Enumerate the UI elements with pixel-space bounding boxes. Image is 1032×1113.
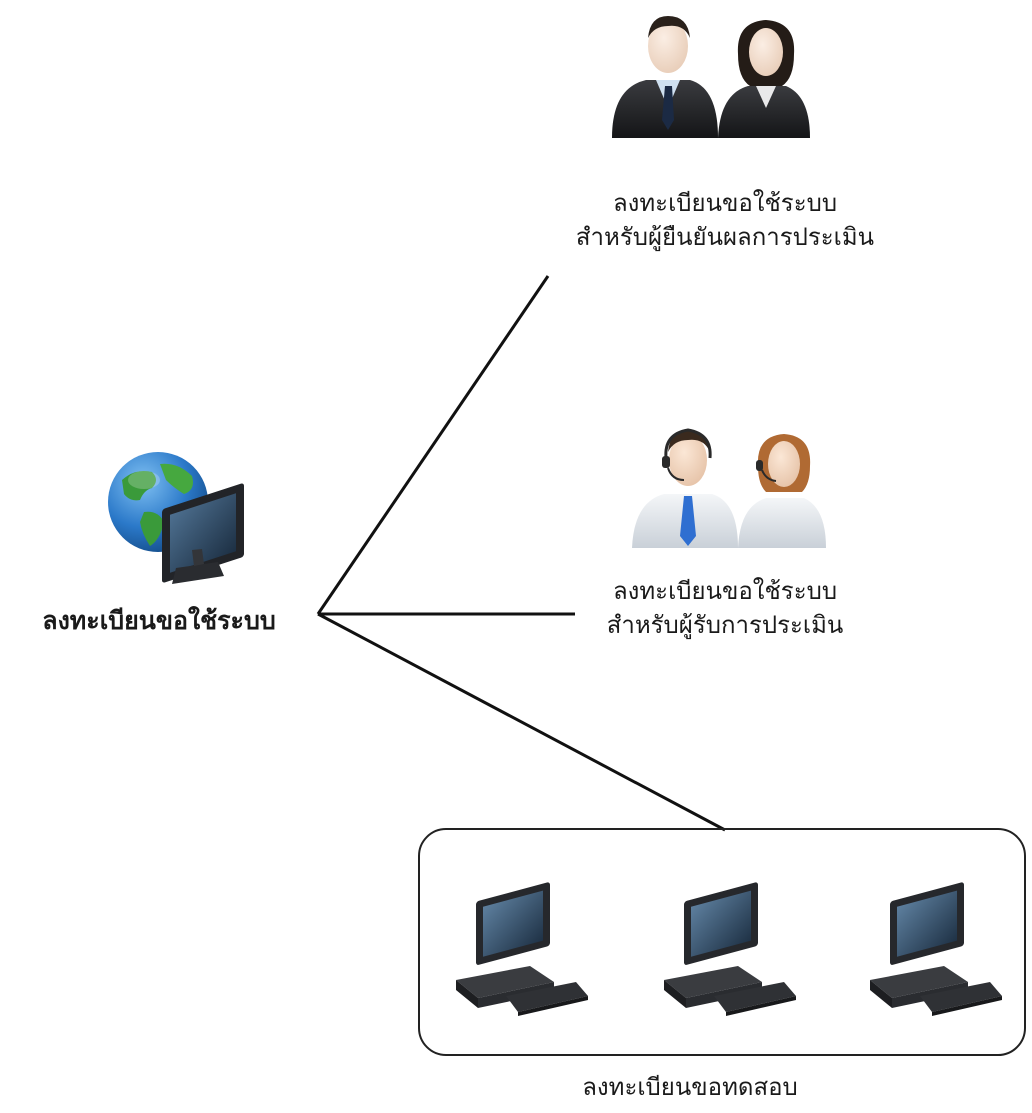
candidate-label: ลงทะเบียนขอใช้ระบบ สำหรับผู้รับการประเมิ… — [555, 574, 895, 642]
candidate-label-line-1: ลงทะเบียนขอใช้ระบบ — [612, 577, 838, 605]
root-label: ลงทะเบียนขอใช้ระบบ — [4, 604, 314, 638]
desktop-computer-icon — [456, 882, 588, 1016]
candidate-label-line-2: สำหรับผู้รับการประเมิน — [606, 611, 844, 639]
assessor-label: ลงทะเบียนขอใช้ระบบ สำหรับผู้ยืนยันผลการป… — [515, 186, 935, 254]
connector-to-assessor — [316, 275, 550, 615]
test-machines-group — [418, 828, 1026, 1056]
test-label-text: ลงทะเบียนขอทดสอบ — [582, 1073, 798, 1101]
business-people-icon — [612, 16, 810, 138]
call-center-people-icon — [632, 428, 826, 548]
desktop-computer-icon — [664, 882, 796, 1016]
connector-to-test — [317, 612, 726, 832]
assessor-label-line-1: ลงทะเบียนขอใช้ระบบ — [612, 189, 838, 217]
assessor-label-line-2: สำหรับผู้ยืนยันผลการประเมิน — [575, 223, 875, 251]
globe-computer-icon — [108, 452, 244, 584]
root-label-text: ลงทะเบียนขอใช้ระบบ — [42, 606, 276, 635]
test-label: ลงทะเบียนขอทดสอบ — [510, 1070, 870, 1104]
desktop-computer-icon — [870, 882, 1002, 1016]
